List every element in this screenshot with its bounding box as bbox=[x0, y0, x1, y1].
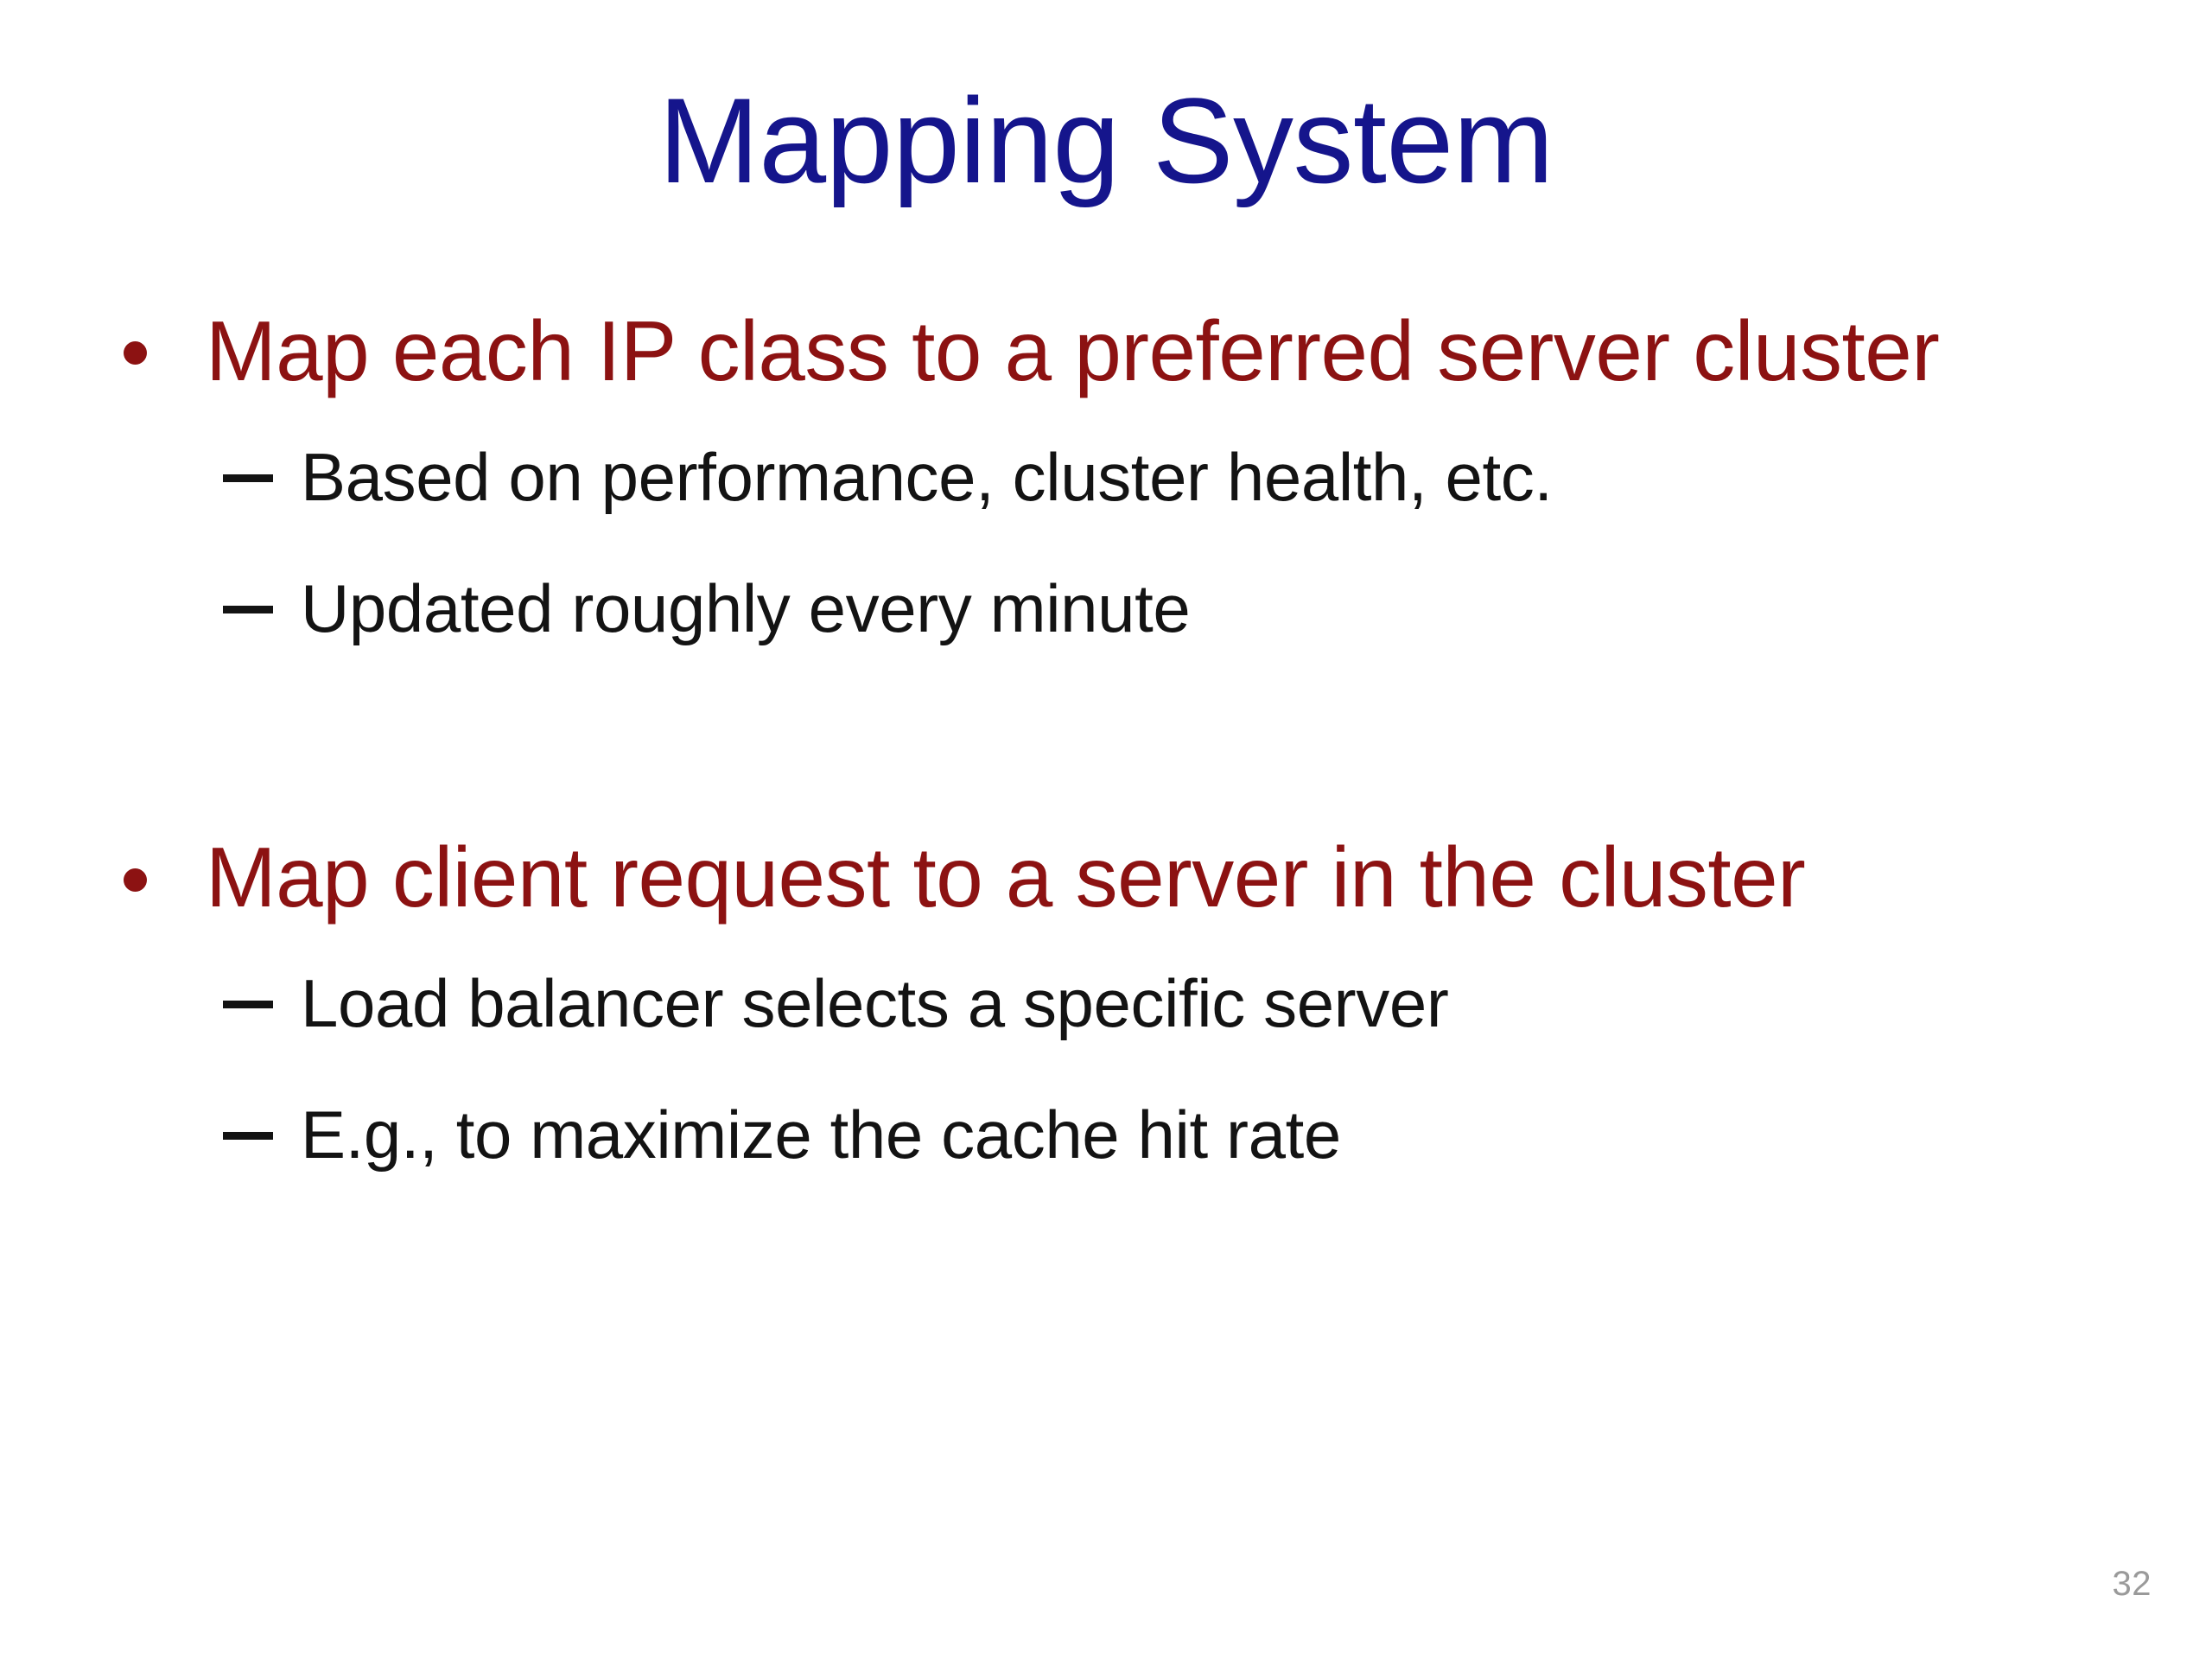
spacer bbox=[0, 1041, 2212, 1098]
dash-bullet-icon bbox=[223, 572, 275, 646]
spacer bbox=[0, 645, 2212, 830]
spacer bbox=[0, 925, 2212, 967]
page-title: Mapping System bbox=[658, 73, 1554, 208]
bullet-item-level1[interactable]: Map client request to a server in the cl… bbox=[0, 830, 2212, 925]
slide-page-number: 32 bbox=[2112, 1565, 2152, 1603]
dash-bullet-icon bbox=[223, 967, 275, 1041]
slide-body-outline: Map each IP class to a preferred server … bbox=[0, 303, 2212, 1173]
spacer bbox=[0, 515, 2212, 572]
sub-bullet-item[interactable]: E.g., to maximize the cache hit rate bbox=[0, 1096, 2212, 1173]
bullet-item-level1-label: Map client request to a server in the cl… bbox=[206, 830, 1806, 925]
dash-bullet-icon bbox=[223, 1098, 275, 1173]
sub-bullet-item-label: Updated roughly every minute bbox=[301, 569, 1191, 646]
spacer bbox=[0, 399, 2212, 441]
bullet-item-level1[interactable]: Map each IP class to a preferred server … bbox=[0, 303, 2212, 399]
sub-bullet-item[interactable]: Based on performance, cluster health, et… bbox=[0, 438, 2212, 515]
sub-bullet-item-label: Load balancer selects a specific server bbox=[301, 965, 1449, 1042]
round-bullet-icon bbox=[124, 830, 147, 925]
sub-bullet-item-label: Based on performance, cluster health, et… bbox=[301, 438, 1553, 515]
sub-bullet-item[interactable]: Updated roughly every minute bbox=[0, 569, 2212, 646]
round-bullet-icon bbox=[124, 304, 147, 399]
sub-bullet-item[interactable]: Load balancer selects a specific server bbox=[0, 965, 2212, 1042]
dash-bullet-icon bbox=[223, 441, 275, 515]
bullet-item-level1-label: Map each IP class to a preferred server … bbox=[206, 303, 1940, 398]
sub-bullet-item-label: E.g., to maximize the cache hit rate bbox=[301, 1096, 1341, 1173]
